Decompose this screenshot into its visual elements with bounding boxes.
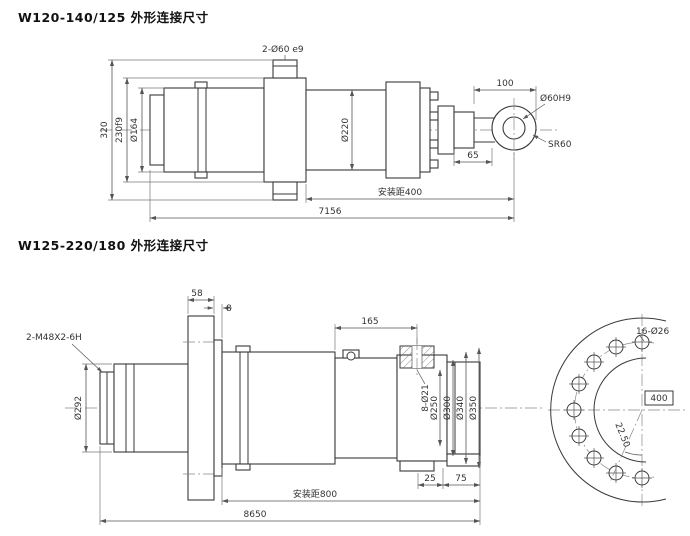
s2-mounting-flange (187, 315, 215, 501)
s2-cylinder-body (99, 315, 481, 501)
rod-length-dim: 100 (496, 79, 513, 89)
install-distance-dim: 安装距400 (378, 186, 422, 198)
install-distance-dim-2: 安装距800 (293, 488, 337, 500)
flange-holes-dim: 16-Ø26 (636, 326, 670, 337)
d250-dim: Ø250 (429, 396, 440, 421)
section1-title: W120-140/125 外形连接尺寸 (18, 10, 209, 25)
overall-height-dim: 320 (100, 121, 110, 138)
stage-od-dim: Ø220 (340, 118, 351, 143)
section2-title: W125-220/180 外形连接尺寸 (18, 238, 209, 253)
s2-dimensions: 2-M48X2-6H Ø292 58 8 165 8-Ø21 (26, 289, 482, 525)
d340-dim: Ø340 (455, 396, 466, 421)
flange-od-dim: 230f9 (115, 117, 125, 143)
head-length-dim: 165 (361, 317, 378, 327)
hole-angle-dim: 22.50 (612, 421, 631, 449)
section-w120: W120-140/125 外形连接尺寸 (18, 10, 572, 222)
eye-bore-dim: Ø60H9 (540, 93, 571, 104)
bolt-holes-dim: 8-Ø21 (420, 384, 431, 412)
d350-dim: Ø350 (468, 396, 479, 421)
s1-rod (437, 105, 455, 155)
flange-thickness-dim: 58 (191, 289, 203, 299)
eye-width-dim: 65 (467, 151, 478, 161)
bolt-circle-dim: 400 (650, 394, 667, 404)
l25-dim: 25 (424, 474, 435, 484)
s1-dimensions: 2-Ø60 e9 320 230f9 Ø164 Ø220 100 (100, 44, 572, 222)
tube-od-dim: Ø164 (129, 118, 140, 143)
total-length-dim-2: 8650 (244, 510, 267, 520)
s1-bottom-trunnion-pin (272, 181, 298, 201)
s2-flange-end-view: 16-Ø26 400 22.50 (548, 314, 688, 506)
s1-top-trunnion-pin (272, 59, 298, 79)
trunnion-pin-dim: 2-Ø60 e9 (262, 44, 304, 55)
l75-dim: 75 (455, 474, 466, 484)
rear-od-dim: Ø292 (73, 396, 84, 420)
s1-cylinder-body (149, 59, 537, 201)
d300-dim: Ø300 (442, 396, 453, 421)
eye-sphere-dim: SR60 (548, 140, 572, 150)
bolt-circle-box (644, 390, 674, 406)
s2-bolt-holes (564, 332, 652, 488)
plate-thickness-dim: 8 (226, 304, 232, 314)
section-w125: W125-220/180 外形连接尺寸 (18, 238, 688, 525)
total-length-dim: 7156 (319, 207, 342, 217)
thread-holes-dim: 2-M48X2-6H (26, 333, 82, 343)
